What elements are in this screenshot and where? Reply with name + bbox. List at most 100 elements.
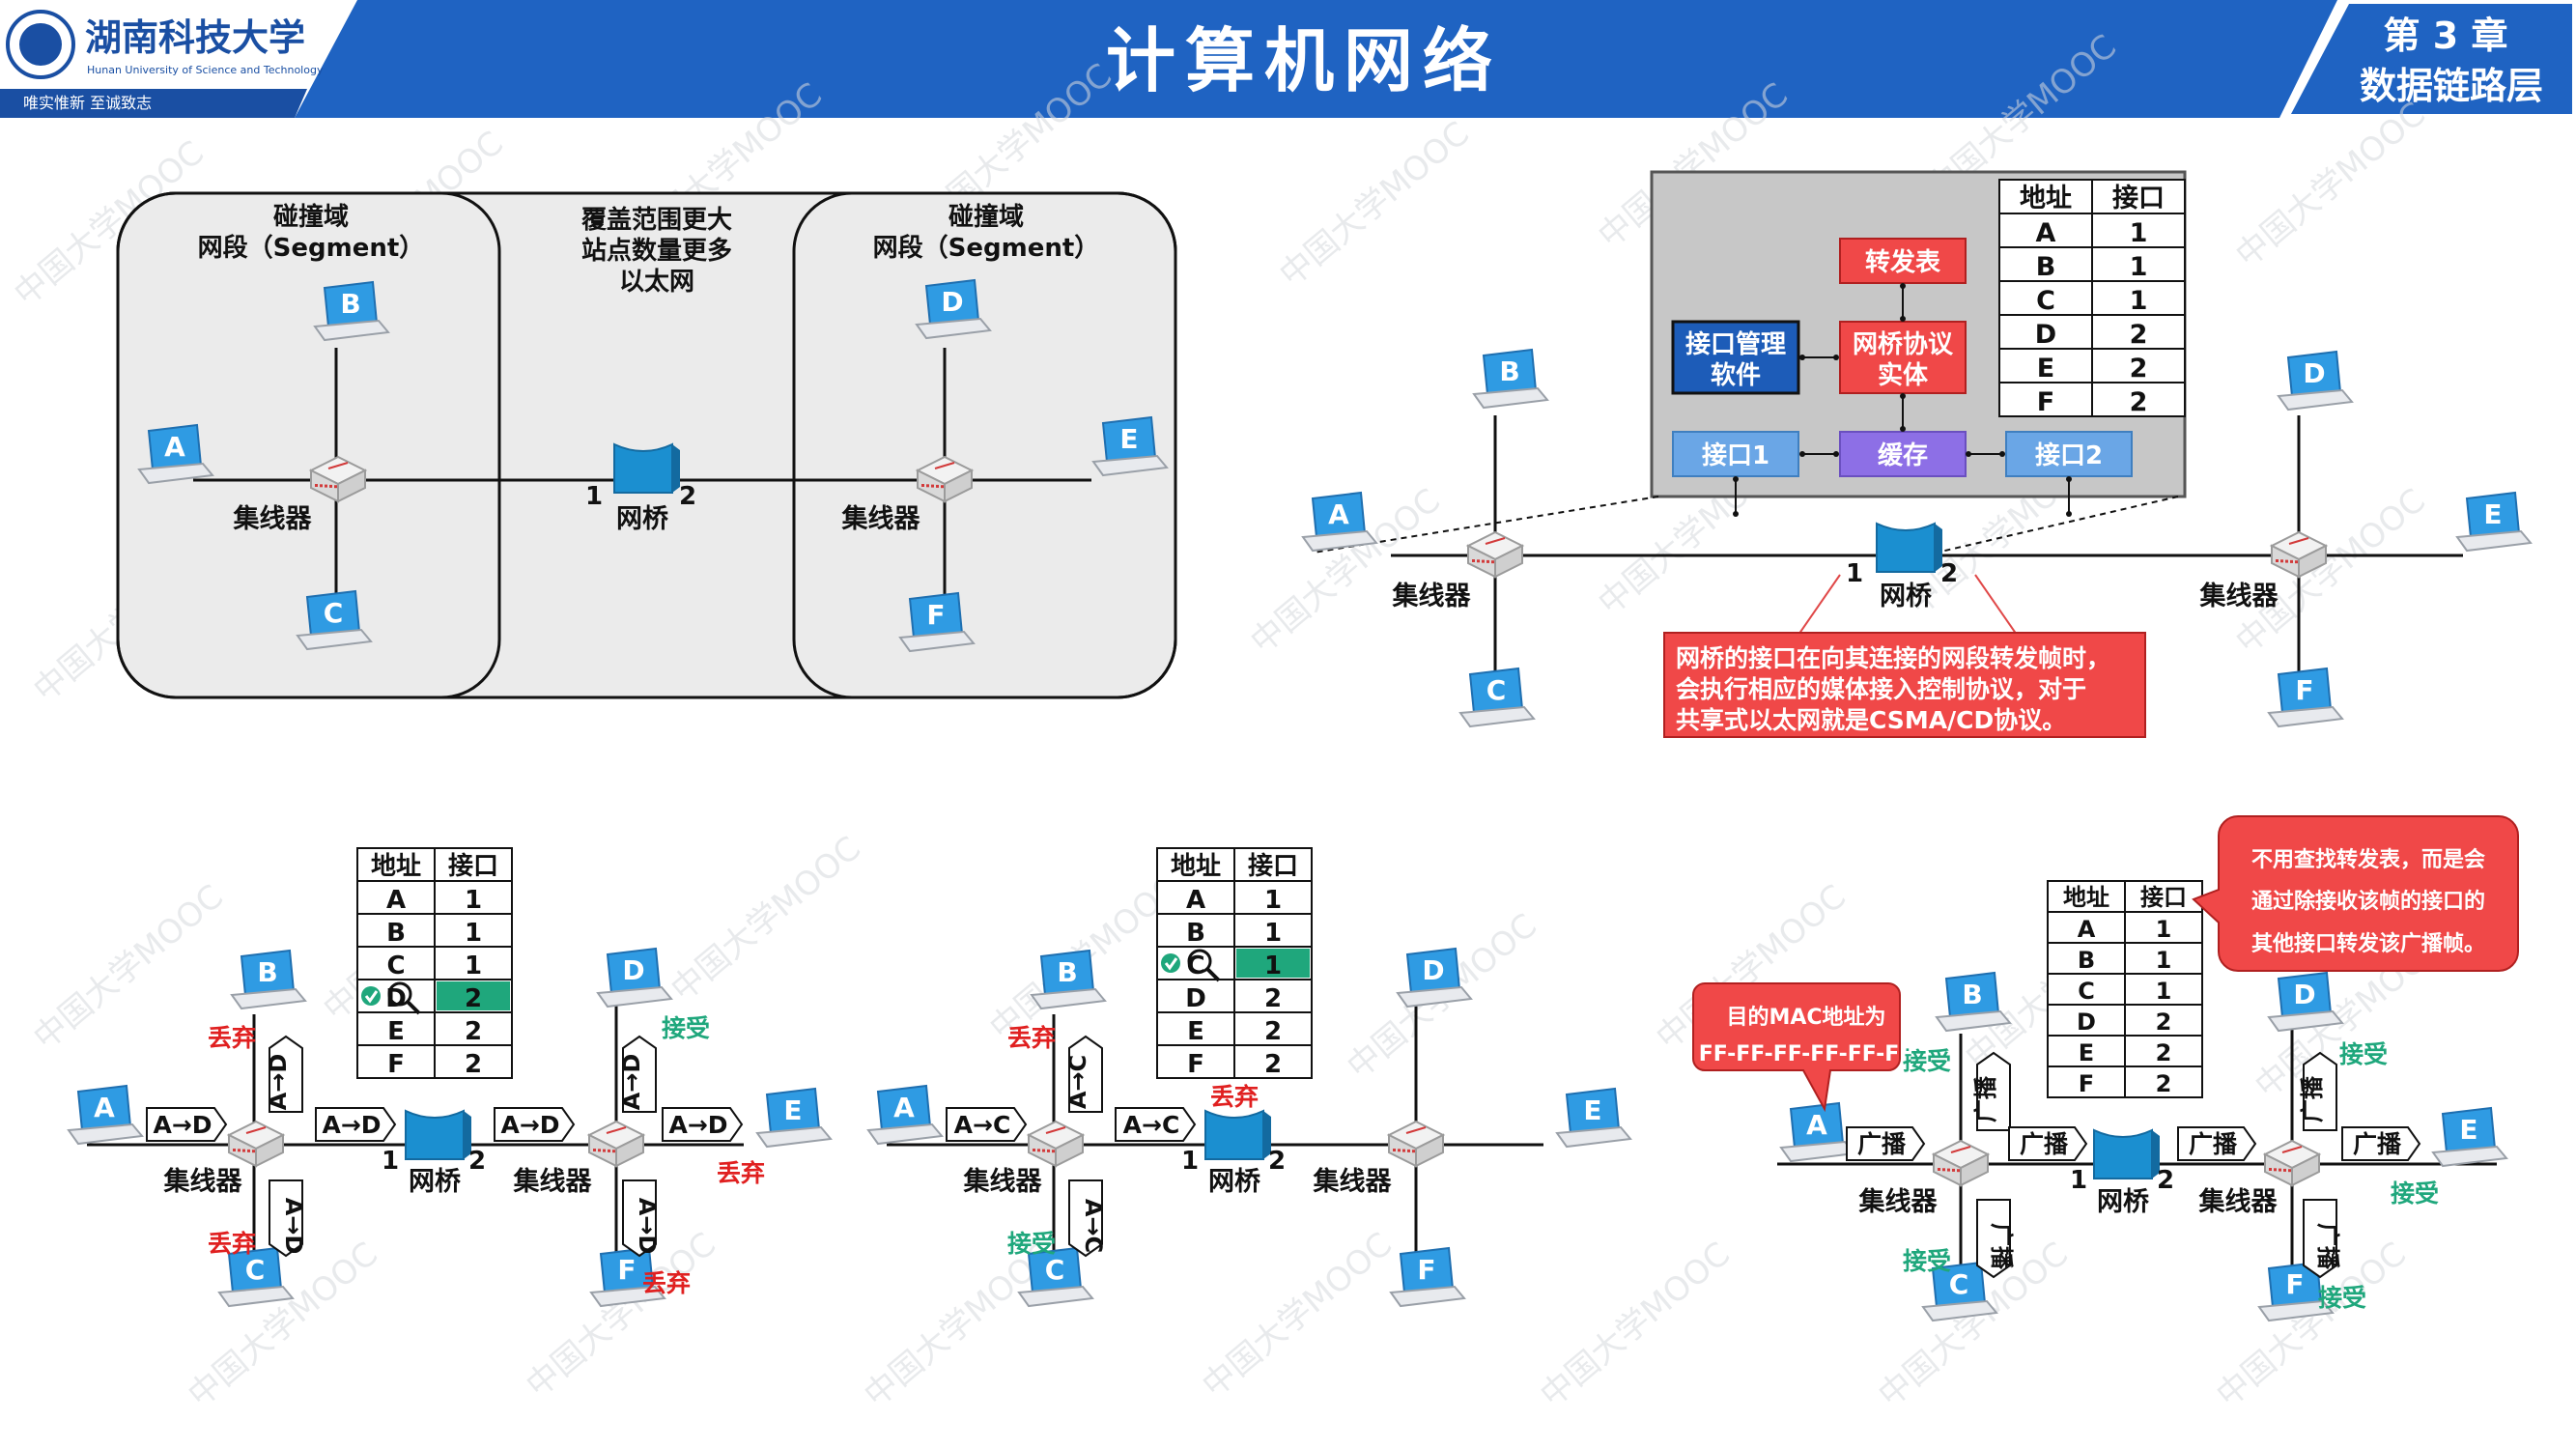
host-label: F	[617, 1254, 636, 1286]
collision-domain-label: 碰撞域	[948, 203, 1024, 232]
hub-port	[1947, 1168, 1950, 1172]
link-end	[1799, 355, 1805, 360]
frame-arrow: A→D	[265, 1035, 303, 1113]
hub-port	[1402, 1149, 1405, 1152]
table-cell-address: C	[386, 952, 405, 980]
host-label: D	[1422, 954, 1444, 986]
table-cell-port: 2	[2156, 1070, 2172, 1097]
laptop-keyboard	[67, 1122, 144, 1146]
hub-icon	[2269, 530, 2329, 579]
university-motto: 唯实惟新 至诚致志	[23, 94, 152, 112]
port-label: 1	[1846, 559, 1863, 588]
table-header-address: 地址	[371, 852, 421, 881]
bridge-icon	[1876, 522, 1942, 573]
callout-broadcast-address	[1692, 982, 1901, 1113]
header-bar	[0, 0, 2576, 118]
hub-port	[2280, 559, 2283, 563]
hub-port	[1407, 1149, 1410, 1152]
host-label: D	[622, 954, 644, 986]
port-label: 2	[1940, 559, 1958, 588]
frame-arrow: A→D	[494, 1107, 576, 1142]
laptop-keyboard	[1030, 987, 1107, 1010]
table-header-address: 地址	[2020, 184, 2072, 213]
laptop-host-icon: A	[866, 1084, 944, 1146]
hub-port	[936, 484, 939, 488]
block-label: 网桥协议	[1853, 330, 1954, 359]
laptop-host-icon: F	[2267, 667, 2344, 728]
callout-text: FF-FF-FF-FF-FF-FF	[1699, 1042, 1914, 1066]
hub-arrow	[2281, 1146, 2303, 1153]
table-cell-address: B	[2078, 947, 2095, 974]
port-label: 1	[2070, 1166, 2087, 1195]
frame-label: A→D	[280, 1198, 307, 1255]
host-label: C	[1045, 1254, 1065, 1286]
bridge-label: 网桥	[616, 504, 668, 534]
laptop-keyboard	[1389, 1285, 1466, 1308]
zoom-line	[1936, 496, 2179, 554]
table-cell-address: E	[2079, 1039, 2094, 1066]
table-cell-address: F	[1187, 1050, 1204, 1079]
laptop-keyboard	[296, 628, 373, 651]
table-cell-address: B	[2036, 252, 2056, 282]
laptop-keyboard	[589, 1285, 666, 1308]
motto-strip	[0, 89, 307, 118]
host-label: B	[1057, 956, 1077, 988]
hub-port	[1472, 559, 1475, 562]
frame-arrow: A→C	[1115, 1107, 1197, 1142]
hub-label: 集线器	[1392, 581, 1472, 611]
hub-port	[2279, 1168, 2281, 1172]
laptop-host-icon: D	[2267, 971, 2344, 1033]
hub-arrow	[327, 462, 349, 469]
host-label: F	[926, 599, 945, 631]
table-cell-port: 2	[2130, 387, 2148, 417]
watermark-text: 中国大学MOOC	[26, 877, 231, 1058]
laptop-keyboard	[2455, 529, 2533, 553]
watermark-text: 中国大学MOOC	[1533, 1235, 1738, 1415]
host-label: F	[1417, 1254, 1435, 1286]
laptop-host-icon: D	[1396, 947, 1473, 1009]
table-cell-address: F	[2079, 1070, 2094, 1097]
frame-box	[1976, 1199, 2011, 1279]
host-label: B	[1499, 355, 1519, 387]
host-label: E	[2483, 498, 2502, 530]
magnifier-icon	[1187, 949, 1212, 974]
discard-label: 丢弃	[1210, 1083, 1259, 1111]
link-end	[1799, 451, 1805, 457]
table-header-port: 接口	[2112, 184, 2165, 213]
table-cell-address: B	[386, 919, 406, 948]
watermark-text: 中国大学MOOC	[2228, 95, 2433, 275]
hub-port	[1486, 559, 1489, 563]
watermark-text: 中国大学MOOC	[1272, 114, 1477, 295]
link-end	[1733, 476, 1739, 482]
hub-port	[329, 484, 332, 488]
hub-front	[1415, 1133, 1444, 1168]
hub-port	[1037, 1149, 1040, 1152]
hub-icon	[1465, 530, 1525, 579]
hub-arrow	[606, 1126, 627, 1134]
frame-label: A→D	[668, 1111, 727, 1139]
frame-arrow: 广播	[1976, 1199, 2015, 1279]
frame-arrow: A→D	[269, 1179, 307, 1258]
laptop-host-icon: C	[1017, 1246, 1094, 1308]
hub-port	[1393, 1149, 1396, 1151]
hub-port	[2283, 1168, 2286, 1172]
block-label: 转发表	[1865, 247, 1941, 277]
host-label: A	[1806, 1109, 1827, 1141]
frame-box	[2177, 1126, 2257, 1161]
logo-english: Hunan University of Science and Technolo…	[87, 64, 324, 76]
frame-label: 广播	[1972, 1075, 1999, 1122]
collision-domain-left	[116, 191, 501, 699]
hub-front	[2298, 544, 2327, 579]
laptop-host-icon: E	[2431, 1106, 2508, 1168]
laptop-keyboard	[1396, 985, 1473, 1009]
hub-port	[2276, 559, 2279, 562]
link-end	[2066, 476, 2072, 482]
hub-port	[1491, 560, 1494, 564]
table-cell-address: F	[2037, 387, 2054, 417]
frame-box	[1115, 1107, 1197, 1142]
hub-front	[337, 469, 366, 503]
frame-label: A→D	[500, 1111, 559, 1139]
watermark-text: 中国大学MOOC	[2228, 481, 2433, 662]
